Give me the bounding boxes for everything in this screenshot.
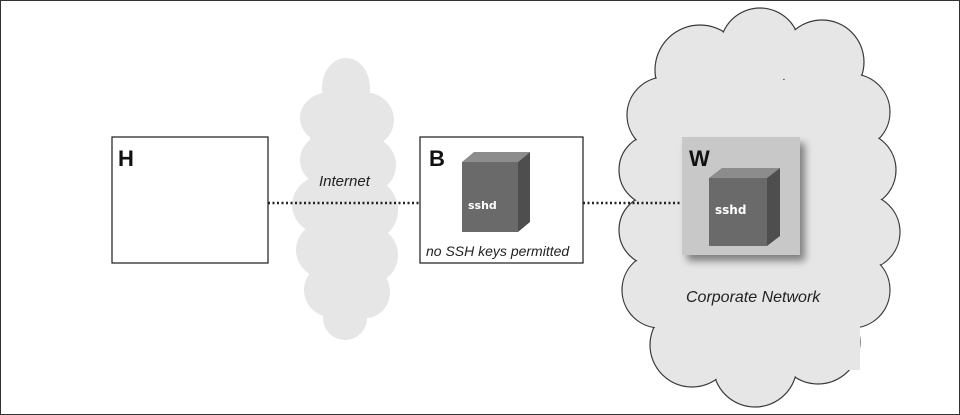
host-h-label: H [118,146,134,171]
host-w-label: W [689,146,710,171]
b-sshd-label: sshd [468,199,497,212]
b-note: no SSH keys permitted [426,243,570,259]
host-b-label: B [429,146,445,171]
server-cube-icon: sshd [462,152,530,232]
corporate-network-label: Corporate Network [686,289,821,306]
server-cube-icon: sshd [709,168,780,246]
internet-label: Internet [319,173,371,190]
host-h-box [111,136,269,264]
internet-cloud [292,58,398,340]
w-sshd-label: sshd [715,203,746,217]
